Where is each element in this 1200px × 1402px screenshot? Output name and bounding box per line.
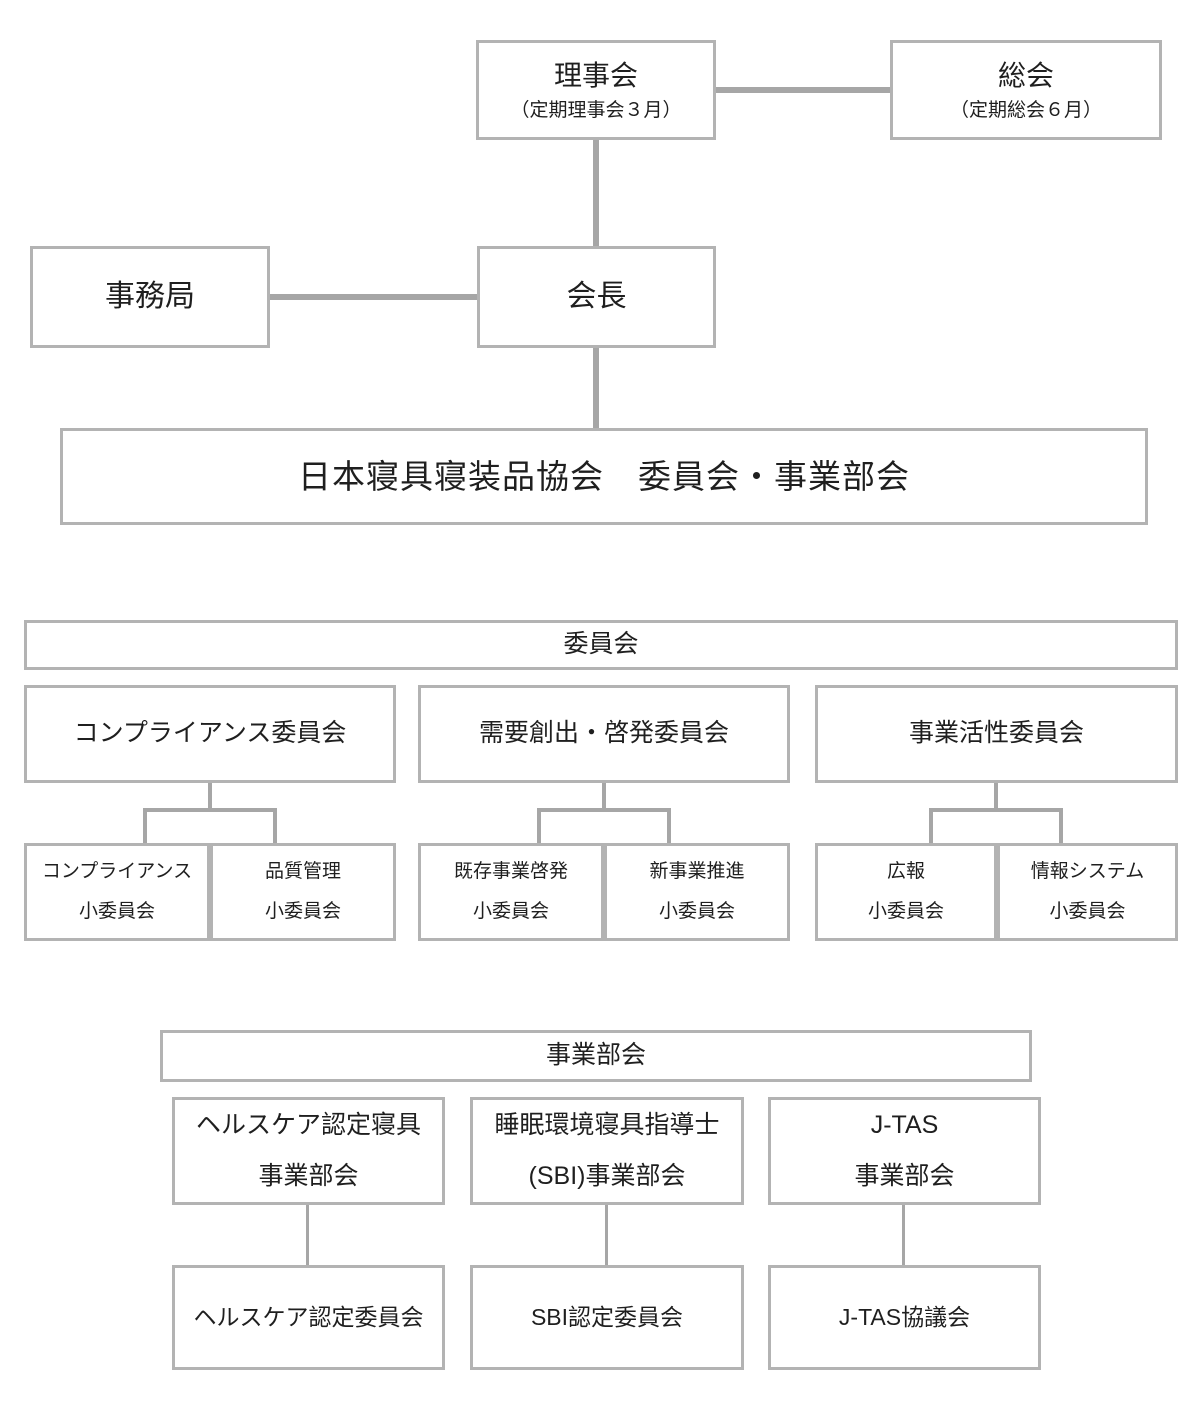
connector-jtas-child [902,1205,905,1265]
node-secretariat: 事務局 [30,246,270,348]
child-jtas-council: J-TAS協議会 [768,1265,1041,1370]
connector-demand-stem [602,783,606,808]
committee-demand-creation: 需要創出・啓発委員会 [418,685,790,783]
committee-business-activation-label: 事業活性委員会 [908,719,1084,748]
subcommittee-compliance-line1: コンプライアンス [41,861,193,883]
subcommittee-new-business: 新事業推進 小委員会 [604,843,790,941]
subcommittee-compliance: コンプライアンス 小委員会 [24,843,210,941]
divisions-header: 事業部会 [160,1030,1032,1082]
subcommittee-existing-business: 既存事業啓発 小委員会 [418,843,604,941]
committee-demand-creation-label: 需要創出・啓発委員会 [478,719,729,748]
division-sbi-line1: 睡眠環境寝具指導士 [494,1110,720,1139]
node-association-label: 日本寝具寝装品協会 委員会・事業部会 [298,457,910,495]
node-board: 理事会 （定期理事会３月） [476,40,716,140]
subcommittee-public-relations-line1: 広報 [886,861,925,883]
node-chairman-label: 会長 [566,280,627,314]
connector-board-general [716,87,890,93]
division-sbi: 睡眠環境寝具指導士 (SBI)事業部会 [470,1097,744,1205]
connector-secretariat-chairman [270,294,477,300]
child-sbi-certification: SBI認定委員会 [470,1265,744,1370]
connector-compliance-bracket [143,808,277,843]
division-jtas-line2: 事業部会 [854,1162,955,1190]
child-jtas-council-label: J-TAS協議会 [838,1304,971,1331]
subcommittee-quality-control: 品質管理 小委員会 [210,843,396,941]
committee-compliance: コンプライアンス委員会 [24,685,396,783]
committees-header: 委員会 [24,620,1178,670]
node-secretariat-label: 事務局 [105,280,195,314]
child-healthcare-certification-label: ヘルスケア認定委員会 [193,1304,424,1331]
subcommittee-information-system-line1: 情報システム [1030,861,1145,883]
subcommittee-existing-business-line2: 小委員会 [472,901,549,922]
committee-business-activation: 事業活性委員会 [815,685,1178,783]
connector-healthcare-child [306,1205,309,1265]
subcommittee-existing-business-line1: 既存事業啓発 [453,861,568,883]
committees-header-label: 委員会 [563,630,639,659]
node-general-meeting: 総会 （定期総会６月） [890,40,1162,140]
child-sbi-certification-label: SBI認定委員会 [530,1304,684,1331]
division-jtas-line1: J-TAS [870,1110,939,1139]
subcommittee-new-business-line1: 新事業推進 [649,861,745,883]
division-healthcare: ヘルスケア認定寝具 事業部会 [172,1097,445,1205]
subcommittee-compliance-line2: 小委員会 [78,901,155,922]
node-general-meeting-subtitle: （定期総会６月） [949,99,1102,121]
committee-compliance-label: コンプライアンス委員会 [73,719,347,748]
connector-board-chairman [593,140,599,246]
divisions-header-label: 事業部会 [545,1041,646,1070]
subcommittee-quality-control-line1: 品質管理 [264,861,341,883]
division-healthcare-line1: ヘルスケア認定寝具 [195,1110,421,1139]
subcommittee-information-system: 情報システム 小委員会 [997,843,1178,941]
subcommittee-quality-control-line2: 小委員会 [264,901,341,922]
subcommittee-information-system-line2: 小委員会 [1049,901,1126,922]
node-association: 日本寝具寝装品協会 委員会・事業部会 [60,428,1148,525]
connector-compliance-stem [208,783,212,808]
connector-activation-bracket [929,808,1063,843]
connector-chairman-association [593,348,599,428]
division-jtas: J-TAS 事業部会 [768,1097,1041,1205]
division-healthcare-line2: 事業部会 [258,1162,359,1190]
node-board-subtitle: （定期理事会３月） [510,99,682,121]
node-board-title: 理事会 [553,59,638,91]
connector-activation-stem [994,783,998,808]
subcommittee-new-business-line2: 小委員会 [658,901,735,922]
subcommittee-public-relations-line2: 小委員会 [867,901,944,922]
node-general-meeting-title: 総会 [997,59,1054,91]
node-chairman: 会長 [477,246,716,348]
child-healthcare-certification: ヘルスケア認定委員会 [172,1265,445,1370]
subcommittee-public-relations: 広報 小委員会 [815,843,997,941]
division-sbi-line2: (SBI)事業部会 [528,1162,686,1190]
connector-sbi-child [605,1205,608,1265]
connector-demand-bracket [537,808,671,843]
